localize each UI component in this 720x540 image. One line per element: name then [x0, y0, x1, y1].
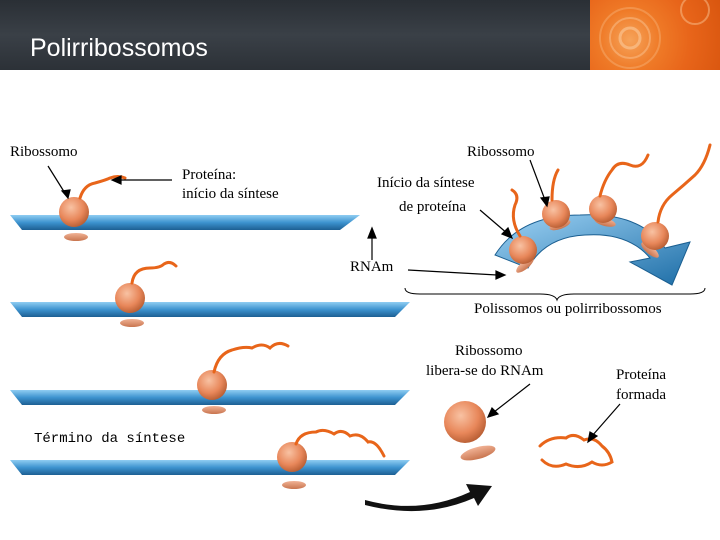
label-libera-line1: Ribossomo [455, 343, 523, 359]
label-proteina-line1: Proteína: [182, 167, 237, 183]
header-decoration [590, 0, 720, 70]
label-proteina-line2: início da síntese [182, 186, 279, 202]
label-rnam: RNAm [350, 259, 394, 275]
arrow-ribossomo-right [529, 159, 546, 201]
swirl-decoration [599, 0, 710, 69]
arrow-inicio-sintese [479, 209, 509, 235]
protein-chain-7 [598, 153, 650, 198]
protein-chain-formed [538, 433, 614, 469]
label-ribossomo-left: Ribossomo [10, 144, 78, 160]
polyribosome-diagram [10, 143, 712, 512]
label-formada-line1: Proteína [616, 367, 666, 383]
protein-chain-5 [510, 188, 522, 238]
polysome-brace [404, 287, 706, 302]
arrow-ribossomo-libera [493, 383, 531, 413]
progression-arrow [365, 484, 492, 512]
mrna-strand-4 [10, 460, 410, 475]
ribosome-4 [277, 442, 307, 489]
arrow-proteina-formada [591, 403, 621, 437]
label-inicio-line2: de proteína [399, 199, 467, 215]
label-formada-line2: formada [616, 387, 666, 403]
title-bar: Polirribossomos [0, 0, 720, 70]
ribosome-polysome-3 [589, 195, 617, 227]
page-title: Polirribossomos [30, 34, 208, 62]
protein-chain-2 [130, 260, 178, 285]
ribosome-2 [115, 283, 145, 327]
protein-chain-4 [294, 428, 386, 458]
ribosome-polysome-2 [542, 200, 571, 231]
mrna-strand-2 [10, 302, 410, 317]
protein-chain-8 [656, 143, 712, 224]
label-inicio-line1: Início da síntese [377, 175, 475, 191]
mrna-strand-1 [10, 215, 360, 230]
label-polissomos: Polissomos ou polirribossomos [474, 301, 662, 317]
label-ribossomo-right: Ribossomo [467, 144, 535, 160]
protein-chain-3 [212, 341, 290, 374]
arrow-rnam-right [407, 269, 498, 276]
ribosome-3 [197, 370, 227, 414]
ribosome-polysome-1 [509, 236, 537, 273]
ribosome-polysome-4 [641, 222, 669, 258]
ribosome-released [444, 401, 496, 461]
label-termino: Término da síntese [34, 431, 186, 447]
ribosome-1 [59, 197, 89, 241]
label-libera-line2: libera-se do RNAm [426, 363, 544, 379]
protein-chain-1 [78, 175, 127, 200]
protein-chain-6 [550, 168, 560, 202]
